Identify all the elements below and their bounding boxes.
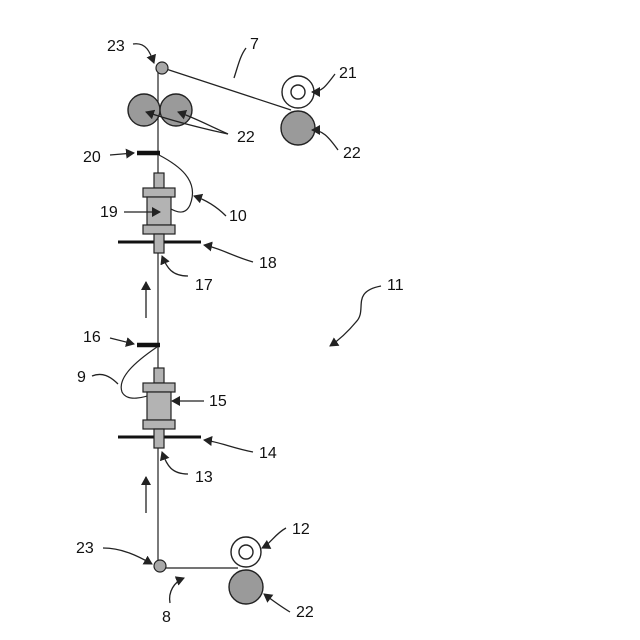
leader-20 [110,153,134,155]
label-22-top-pair: 22 [237,129,255,146]
label-23-top: 23 [107,38,125,55]
label-13: 13 [195,469,213,486]
label-22-bottom: 22 [296,604,314,621]
label-23-bottom: 23 [76,540,94,557]
label-19: 19 [100,204,118,221]
roll-22-top-right [281,111,315,145]
label-16: 16 [83,329,101,346]
roll-22-left [128,94,160,126]
spool-lower-cap [154,368,164,383]
leader-21 [312,74,335,92]
guide-23-bottom [154,560,166,572]
leader-9 [92,374,118,384]
spool-15-body [147,392,171,420]
label-10: 10 [229,208,247,225]
leader-22-bottom [264,594,290,612]
label-11: 11 [387,277,404,294]
leader-12 [262,528,286,548]
leader-13 [162,452,188,474]
leader-8 [170,578,184,603]
spool-top-bottom-flange [143,225,175,234]
leader-11 [330,286,381,346]
label-12: 12 [292,521,310,538]
guide-23-top [156,62,168,74]
label-7: 7 [250,36,259,53]
label-20: 20 [83,149,101,166]
leader-17 [162,256,188,276]
spool-top-cap [154,173,164,188]
leader-23-bottom [103,548,152,564]
spindle-13 [154,429,164,448]
leader-22-top-right [312,130,338,150]
label-18: 18 [259,255,277,272]
roll-22-bottom [229,570,263,604]
leader-18 [204,245,253,262]
label-9: 9 [77,369,86,386]
roll-21-inner [291,85,305,99]
leader-14 [204,440,253,452]
roll-12-inner [239,545,253,559]
leader-7 [234,48,246,78]
label-21: 21 [339,65,357,82]
spool-lower-bottom-flange [143,420,175,429]
label-14: 14 [259,445,277,462]
spool-19-body [147,197,171,225]
label-15: 15 [209,393,227,410]
spindle-17 [154,234,164,253]
leader-23-top [133,44,154,63]
spool-top-flange [143,188,175,197]
label-22-top-right: 22 [343,145,361,162]
leader-10 [194,196,226,216]
leader-16 [110,338,134,344]
label-8: 8 [162,609,171,626]
label-17: 17 [195,277,213,294]
spool-lower-flange [143,383,175,392]
